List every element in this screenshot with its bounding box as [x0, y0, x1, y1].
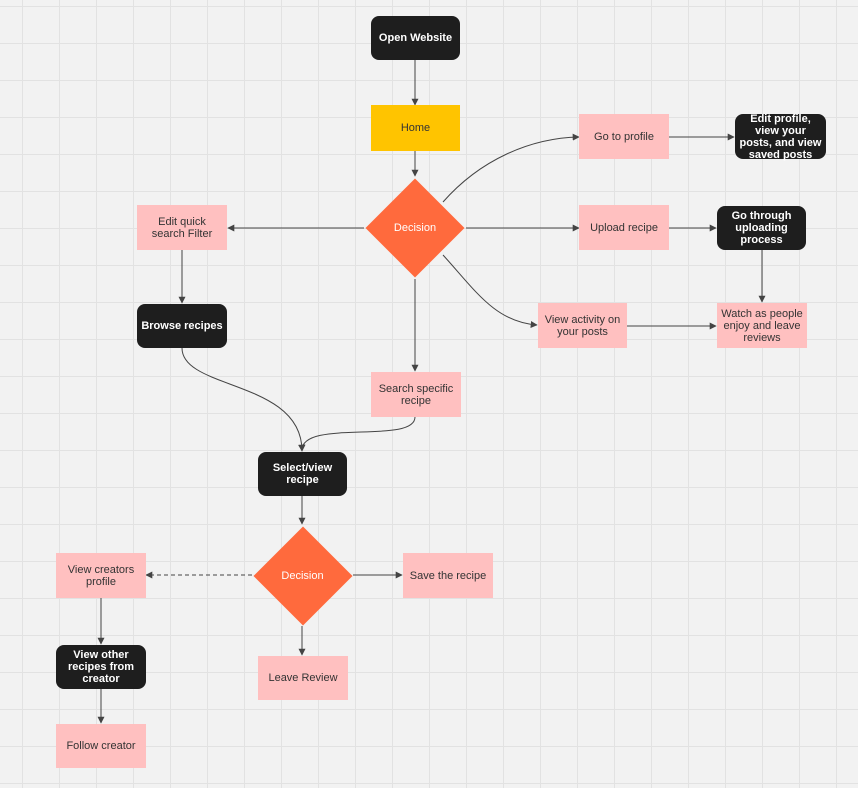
edge-browse-to-select: [181, 347, 306, 452]
watch-reviews-node[interactable]: Watch as people enjoy and leave reviews: [717, 303, 807, 348]
upload-recipe-label: Upload recipe: [590, 221, 658, 234]
select-view-node[interactable]: Select/view recipe: [258, 452, 347, 496]
edge-decision-to-profile: [442, 133, 580, 203]
home-label: Home: [400, 122, 431, 134]
main-decision-node[interactable]: Decision: [364, 177, 466, 279]
watch-reviews-label: Watch as people enjoy and leave reviews: [721, 307, 803, 344]
follow-creator-node[interactable]: Follow creator: [56, 724, 146, 768]
main-decision-label: Decision: [393, 222, 437, 234]
edit-profile-label: Edit profile, view your posts, and view …: [739, 112, 822, 161]
home-node[interactable]: Home: [371, 105, 460, 151]
view-other-recipes-label: View other recipes from creator: [67, 649, 135, 685]
view-creator-profile-label: View creators profile: [67, 563, 135, 588]
search-specific-node[interactable]: Search specific recipe: [371, 372, 461, 417]
recipe-decision-node[interactable]: Decision: [252, 525, 353, 626]
select-view-label: Select/view recipe: [272, 462, 333, 486]
view-other-recipes-node[interactable]: View other recipes from creator: [56, 645, 146, 689]
edge-decision-to-activity: [442, 254, 538, 329]
recipe-decision-label: Decision: [281, 569, 324, 582]
edit-filter-label: Edit quick search Filter: [151, 215, 213, 240]
edge-search-to-select: [298, 416, 416, 452]
edit-profile-node[interactable]: Edit profile, view your posts, and view …: [735, 112, 826, 161]
view-activity-node[interactable]: View activity on your posts: [538, 303, 627, 348]
leave-review-label: Leave Review: [268, 672, 338, 684]
go-to-profile-label: Go to profile: [594, 130, 654, 143]
view-activity-label: View activity on your posts: [544, 313, 621, 338]
edit-filter-node[interactable]: Edit quick search Filter: [137, 205, 227, 250]
uploading-process-label: Go through uploading process: [731, 210, 792, 246]
go-to-profile-node[interactable]: Go to profile: [579, 114, 669, 159]
open-website-node[interactable]: Open Website: [371, 16, 460, 60]
open-website-label: Open Website: [378, 32, 453, 44]
upload-recipe-node[interactable]: Upload recipe: [579, 205, 669, 250]
follow-creator-label: Follow creator: [66, 740, 136, 752]
leave-review-node[interactable]: Leave Review: [258, 656, 348, 700]
uploading-process-node[interactable]: Go through uploading process: [717, 206, 806, 250]
browse-recipes-node[interactable]: Browse recipes: [137, 304, 227, 348]
view-creator-profile-node[interactable]: View creators profile: [56, 553, 146, 598]
save-recipe-node[interactable]: Save the recipe: [403, 553, 493, 598]
save-recipe-label: Save the recipe: [409, 569, 487, 582]
search-specific-label: Search specific recipe: [378, 382, 454, 407]
browse-recipes-label: Browse recipes: [141, 320, 223, 332]
